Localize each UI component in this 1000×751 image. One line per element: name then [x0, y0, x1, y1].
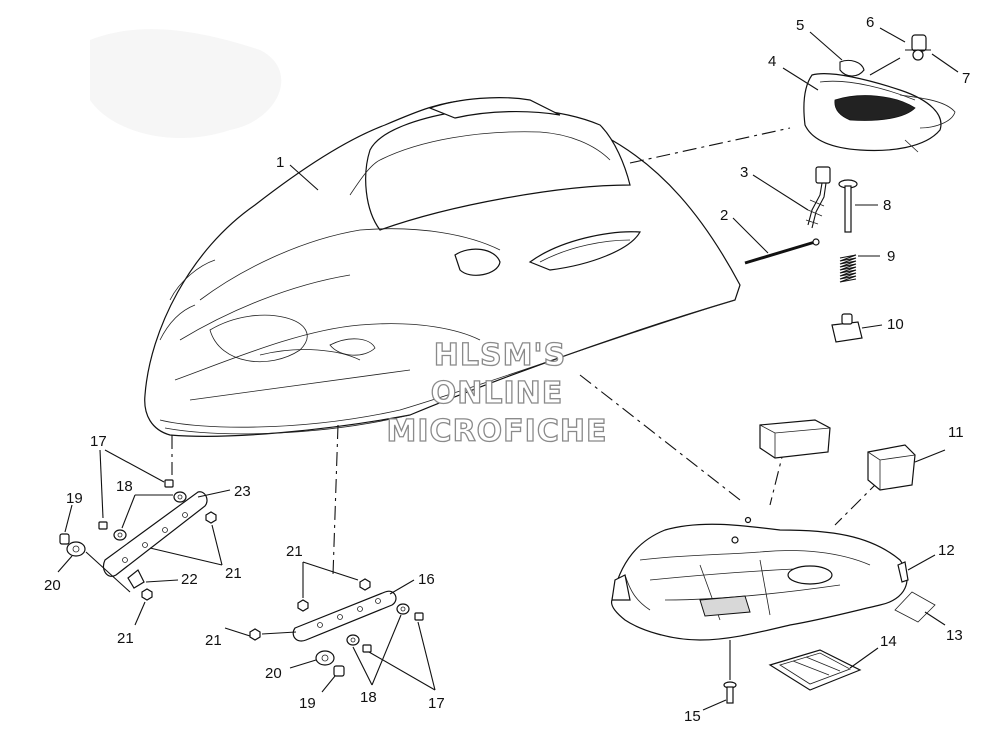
foam-block-2: [867, 444, 916, 491]
decal: [894, 591, 936, 623]
callout-21b: 21: [117, 630, 134, 647]
hood-assembly: [144, 97, 741, 437]
callout-8: 8: [883, 197, 891, 214]
leader-19a: [64, 504, 73, 533]
leader-23: [197, 489, 231, 498]
leader-4: [782, 67, 819, 91]
bulb: [905, 34, 931, 61]
bolt-15: [723, 681, 737, 704]
leader-foam2-to-pan: [834, 479, 881, 526]
callout-18b: 18: [360, 689, 377, 706]
leader-3: [752, 174, 809, 211]
leader-5: [809, 31, 843, 61]
callout-4: 4: [768, 53, 776, 70]
leader-5b: [869, 57, 901, 76]
leader-hood-to-headlight: [629, 127, 791, 164]
watermark-line-1: HLSM'S: [434, 338, 566, 373]
headlight-assembly: [803, 59, 956, 153]
callout-9: 9: [887, 248, 895, 265]
leader-17a1: [99, 449, 104, 519]
callout-21c: 21: [286, 543, 303, 560]
callout-21d: 21: [205, 632, 222, 649]
callout-1: 1: [276, 154, 284, 171]
leader-12: [907, 554, 936, 571]
belly-pan: [610, 516, 908, 641]
vent-grate: [768, 649, 862, 691]
leader-18a2: [121, 494, 136, 529]
leader-21a1: [211, 524, 223, 566]
callout-11: 11: [948, 424, 964, 441]
switch-cable: [805, 166, 831, 229]
center-bracket: [292, 590, 397, 642]
rod: [744, 238, 820, 265]
leader-21d-bracket: [261, 631, 297, 635]
leader-21d: [224, 627, 251, 637]
callout-17a: 17: [90, 433, 107, 450]
leader-2: [732, 217, 769, 254]
leader-14: [849, 647, 879, 669]
callout-20b: 20: [265, 665, 282, 682]
knob: [831, 313, 863, 343]
leader-1: [289, 164, 319, 191]
foam-block-1: [759, 419, 831, 459]
leader-20a: [57, 555, 73, 573]
callout-3: 3: [740, 164, 748, 181]
leader-18b1: [352, 646, 373, 686]
callout-21a: 21: [225, 565, 242, 582]
scan-smudge: [90, 29, 282, 139]
callout-23: 23: [234, 483, 251, 500]
callout-6: 6: [866, 14, 874, 31]
leader-6: [879, 27, 906, 43]
leader-hood-to-pan: [579, 374, 741, 501]
leader-left-bolt: [85, 551, 131, 593]
leader-17b2: [368, 651, 436, 691]
callout-14: 14: [880, 633, 897, 650]
leader-hood-to-bracket: [332, 424, 339, 576]
leader-7: [931, 53, 959, 73]
watermark-line-3: MICROFICHE: [387, 414, 608, 449]
callout-15: 15: [684, 708, 701, 725]
callout-5: 5: [796, 17, 804, 34]
leader-21b: [134, 601, 146, 626]
leader-18b2: [371, 614, 402, 686]
leader-17b1: [417, 621, 436, 691]
leader-10: [861, 324, 883, 329]
spring: [839, 254, 857, 283]
callout-7: 7: [962, 70, 970, 87]
callout-19b: 19: [299, 695, 316, 712]
callout-12: 12: [938, 542, 955, 559]
callout-10: 10: [887, 316, 904, 333]
leader-21c2: [302, 561, 359, 581]
clip: [897, 561, 909, 583]
leader-21a2: [149, 547, 223, 566]
leader-16: [389, 579, 415, 595]
leader-13: [924, 611, 946, 626]
callout-16: 16: [418, 571, 435, 588]
leader-20b: [289, 659, 317, 669]
left-bracket: [102, 491, 208, 577]
callout-17b: 17: [428, 695, 445, 712]
center-hardware: [249, 578, 424, 677]
leader-11: [914, 449, 946, 463]
callout-19a: 19: [66, 490, 83, 507]
leader-22: [145, 579, 179, 583]
leader-15: [702, 699, 727, 711]
leader-17a2: [104, 449, 165, 483]
callout-2: 2: [720, 207, 728, 224]
left-hardware: [59, 479, 217, 601]
leader-19b: [321, 675, 336, 693]
callout-22: 22: [181, 571, 198, 588]
pin: [838, 179, 858, 233]
watermark-line-2: ONLINE: [431, 376, 564, 411]
callout-18a: 18: [116, 478, 133, 495]
callout-20a: 20: [44, 577, 61, 594]
callout-13: 13: [946, 627, 963, 644]
